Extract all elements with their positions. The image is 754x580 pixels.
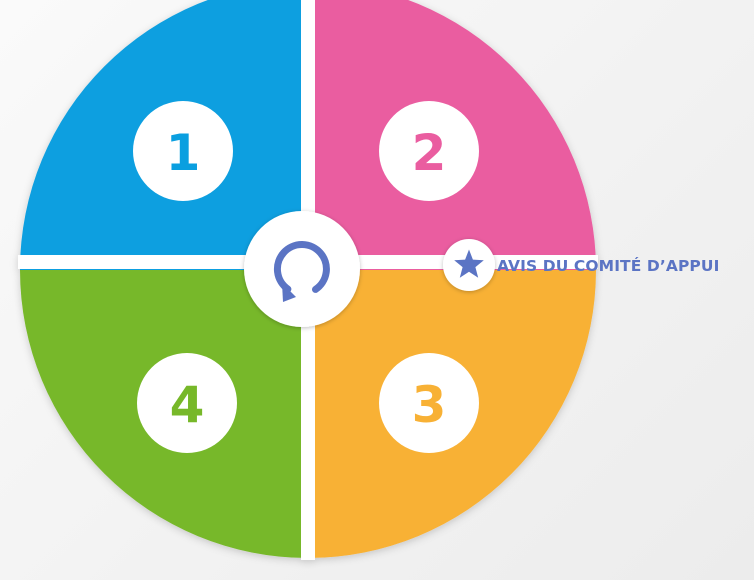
quadrant-4-badge[interactable]: 4 [137, 353, 237, 453]
quadrant-2-number: 2 [412, 124, 447, 182]
callout[interactable]: AVIS DU COMITÉ D’APPUI [443, 239, 719, 291]
quadrant-1-badge[interactable]: 1 [133, 101, 233, 201]
callout-label: AVIS DU COMITÉ D’APPUI [497, 256, 719, 275]
center-circle [244, 211, 360, 327]
quadrant-2-badge[interactable]: 2 [379, 101, 479, 201]
star-icon [454, 249, 484, 278]
quadrant-1-number: 1 [166, 124, 201, 182]
quadrant-3-badge[interactable]: 3 [379, 353, 479, 453]
badge-circle [137, 353, 237, 453]
cycle-arrow-icon [273, 241, 330, 302]
quadrant-3-number: 3 [412, 376, 447, 434]
badge-circle [379, 353, 479, 453]
badge-circle [133, 101, 233, 201]
badge-circle [379, 101, 479, 201]
quadrant-4-number: 4 [170, 376, 205, 434]
center-hub[interactable] [244, 211, 360, 327]
